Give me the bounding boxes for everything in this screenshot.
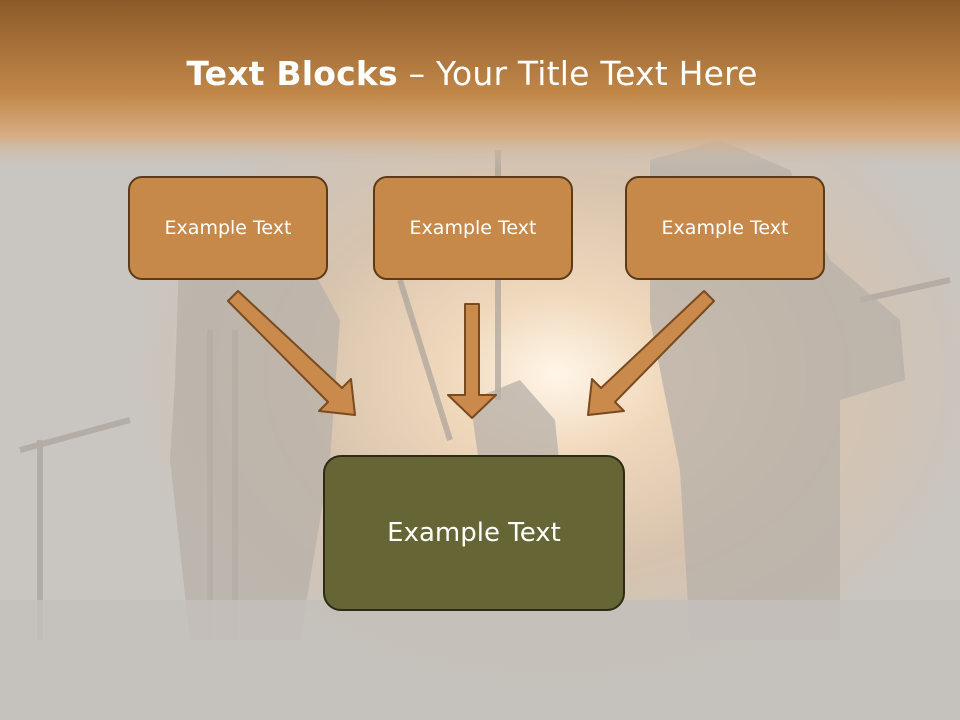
top-block-right[interactable]: Example Text — [625, 176, 825, 280]
arrow-left — [227, 290, 356, 416]
title-bold: Text Blocks — [186, 54, 398, 93]
top-block-right-label: Example Text — [661, 217, 789, 239]
bottom-block-label: Example Text — [387, 518, 561, 548]
slide-title: Text Blocks – Your Title Text Here — [0, 54, 944, 93]
title-dash: – — [397, 54, 436, 93]
bottom-block[interactable]: Example Text — [323, 455, 625, 611]
top-block-left[interactable]: Example Text — [128, 176, 328, 280]
arrow-right — [587, 290, 715, 416]
top-block-middle[interactable]: Example Text — [373, 176, 573, 280]
top-block-left-label: Example Text — [164, 217, 292, 239]
title-rest: Your Title Text Here — [435, 54, 758, 93]
arrow-middle — [447, 303, 497, 419]
top-block-middle-label: Example Text — [409, 217, 537, 239]
